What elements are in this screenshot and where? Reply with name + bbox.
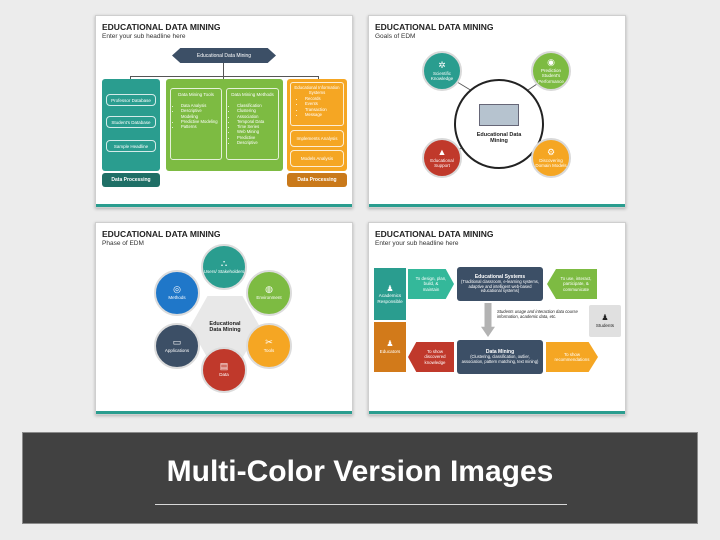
list-item: Message [305, 112, 341, 117]
banner-underline [155, 504, 567, 505]
clipboard-icon: ▤ [219, 361, 229, 372]
data-mining-box: Data Mining (Clustering, classification,… [457, 340, 543, 374]
root-node: Educational Data Mining [172, 48, 276, 63]
edu-systems-box: Educational Systems (Traditional classro… [457, 267, 543, 301]
slide-subtitle: Enter your sub headline here [375, 240, 459, 247]
connector-line [318, 76, 319, 81]
list-item: Patterns [181, 124, 219, 129]
list-item: Classification [237, 103, 276, 108]
use-arrow: To use, interact, participate, & communi… [547, 269, 597, 299]
data-processing-left: Data Processing [102, 173, 160, 187]
list-item: Association [237, 114, 276, 119]
list-item: Transaction [305, 107, 341, 112]
monitor-icon: ▭ [172, 337, 182, 348]
phase-node-tools: ✂ Tools [246, 323, 292, 369]
atom-icon: ✲ [438, 59, 446, 70]
list-item: Models Analysis [290, 150, 344, 167]
goal-node-support: ▲ Educational Support [422, 138, 462, 178]
recommendations-arrow: To show recommendations [546, 342, 598, 372]
person-icon: ♟ [601, 313, 609, 323]
phase-node-users: ⛬ Users/ Stakeholders [201, 244, 247, 290]
list-item: Temporal Data [237, 119, 276, 124]
phase-node-data: ▤ Data [201, 347, 247, 393]
list-item: Predictive Modeling [181, 119, 219, 124]
slide-subtitle: Phase of EDM [102, 240, 144, 247]
students-box: ♟ Students [589, 305, 621, 337]
design-arrow: To design, plan, build, & maintain [408, 269, 454, 299]
list-item: Implements Analysis [290, 130, 344, 147]
phase-node-methods: ◎ Methods [154, 270, 200, 316]
down-arrow [481, 303, 495, 337]
list-item: Sample Headline [106, 140, 156, 152]
educators-box: ♟ Educators [374, 322, 406, 372]
banner-title: Multi-Color Version Images [166, 455, 554, 488]
root-label: Educational Data Mining [196, 52, 252, 59]
tools-icon: ✂ [265, 337, 273, 348]
slide-title: EDUCATIONAL DATA MINING [375, 22, 494, 32]
goal-node-scientific: ✲ Scientific Knowledge [422, 51, 462, 91]
list-item: Time Series [237, 124, 276, 129]
info-systems-title: Educational Information Systems [294, 85, 340, 95]
list-item: Web Mining [237, 129, 276, 134]
info-systems-panel: Educational Information Systems Records … [290, 82, 344, 126]
list-item: Clustering [237, 108, 276, 113]
academics-box: ♟ Academics Responsible [374, 268, 406, 320]
person-icon: ♟ [386, 283, 394, 293]
list-item: Predictive [237, 135, 276, 140]
slide-subtitle: Enter your sub headline here [102, 33, 186, 40]
list-item: Professor Database [106, 94, 156, 106]
slide-title: EDUCATIONAL DATA MINING [102, 22, 221, 32]
head-icon: ◉ [547, 57, 555, 68]
phase-node-applications: ▭ Applications [154, 323, 200, 369]
list-item: Events [305, 101, 341, 106]
title-banner: Multi-Color Version Images [22, 432, 698, 524]
list-item: Descriptive Modeling [181, 108, 219, 119]
connector-line [130, 76, 318, 77]
phase-node-environment: ◍ Environment [246, 270, 292, 316]
methods-panel: Data Mining Methods Classification Clust… [226, 88, 279, 160]
slide-thumbnail-2[interactable]: EDUCATIONAL DATA MINING Goals of EDM Edu… [368, 15, 626, 208]
person-icon: ♟ [386, 339, 394, 349]
tools-title: Data Mining Tools [178, 92, 214, 97]
tools-panel: Data Mining Tools Data Analysis Descript… [170, 88, 222, 160]
slide-subtitle: Goals of EDM [375, 33, 416, 40]
goal-node-prediction: ◉ Prediction Student's Performance [531, 51, 571, 91]
list-item: Descriptive [237, 140, 276, 145]
knowledge-arrow: To show discovered knowledge [408, 342, 454, 372]
center-label: Educational Data Mining [209, 321, 241, 333]
connector-line [223, 63, 224, 76]
list-item: Records [305, 96, 341, 101]
gear-icon: ⚙ [546, 146, 556, 157]
list-item: Student's Database [106, 116, 156, 128]
slide-title: EDUCATIONAL DATA MINING [375, 229, 494, 239]
slide-thumbnail-4[interactable]: EDUCATIONAL DATA MINING Enter your sub h… [368, 222, 626, 415]
graduation-cap-icon: ▲ [437, 146, 447, 157]
usage-note: Students usage and interaction data cour… [497, 309, 578, 320]
middle-column [166, 79, 283, 171]
center-hub: Educational Data Mining [454, 79, 544, 169]
list-item: Data Analysis [181, 103, 219, 108]
center-label: Educational Data Mining [476, 131, 522, 144]
slide-thumbnail-1[interactable]: EDUCATIONAL DATA MINING Enter your sub h… [95, 15, 353, 208]
connector-line [223, 76, 224, 81]
slide-title: EDUCATIONAL DATA MINING [102, 229, 221, 239]
slide-thumbnail-3[interactable]: EDUCATIONAL DATA MINING Phase of EDM Edu… [95, 222, 353, 415]
goal-node-domain: ⚙ Discovering Domain Models [531, 138, 571, 178]
globe-icon: ◍ [265, 284, 273, 295]
target-icon: ◎ [173, 284, 181, 295]
org-chart-icon: ⛬ [220, 258, 228, 269]
data-processing-right: Data Processing [287, 173, 347, 187]
methods-title: Data Mining Methods [231, 92, 274, 97]
book-icon [479, 103, 519, 126]
